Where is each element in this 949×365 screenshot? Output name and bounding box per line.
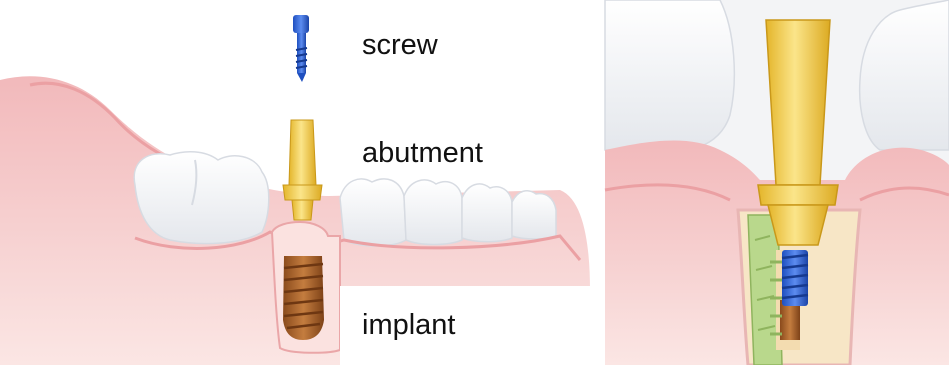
right-panel	[605, 0, 949, 365]
screw-section	[782, 250, 808, 306]
implant-label: implant	[362, 309, 456, 341]
screw-label: screw	[362, 29, 439, 61]
left-neighbor-tooth	[605, 0, 734, 150]
screw-part	[293, 15, 309, 82]
left-panel: screw abutment implant	[0, 15, 590, 365]
implant-fixture	[283, 256, 324, 340]
molar-teeth	[134, 152, 269, 244]
abutment-label: abutment	[362, 137, 483, 169]
front-teeth	[340, 179, 556, 246]
